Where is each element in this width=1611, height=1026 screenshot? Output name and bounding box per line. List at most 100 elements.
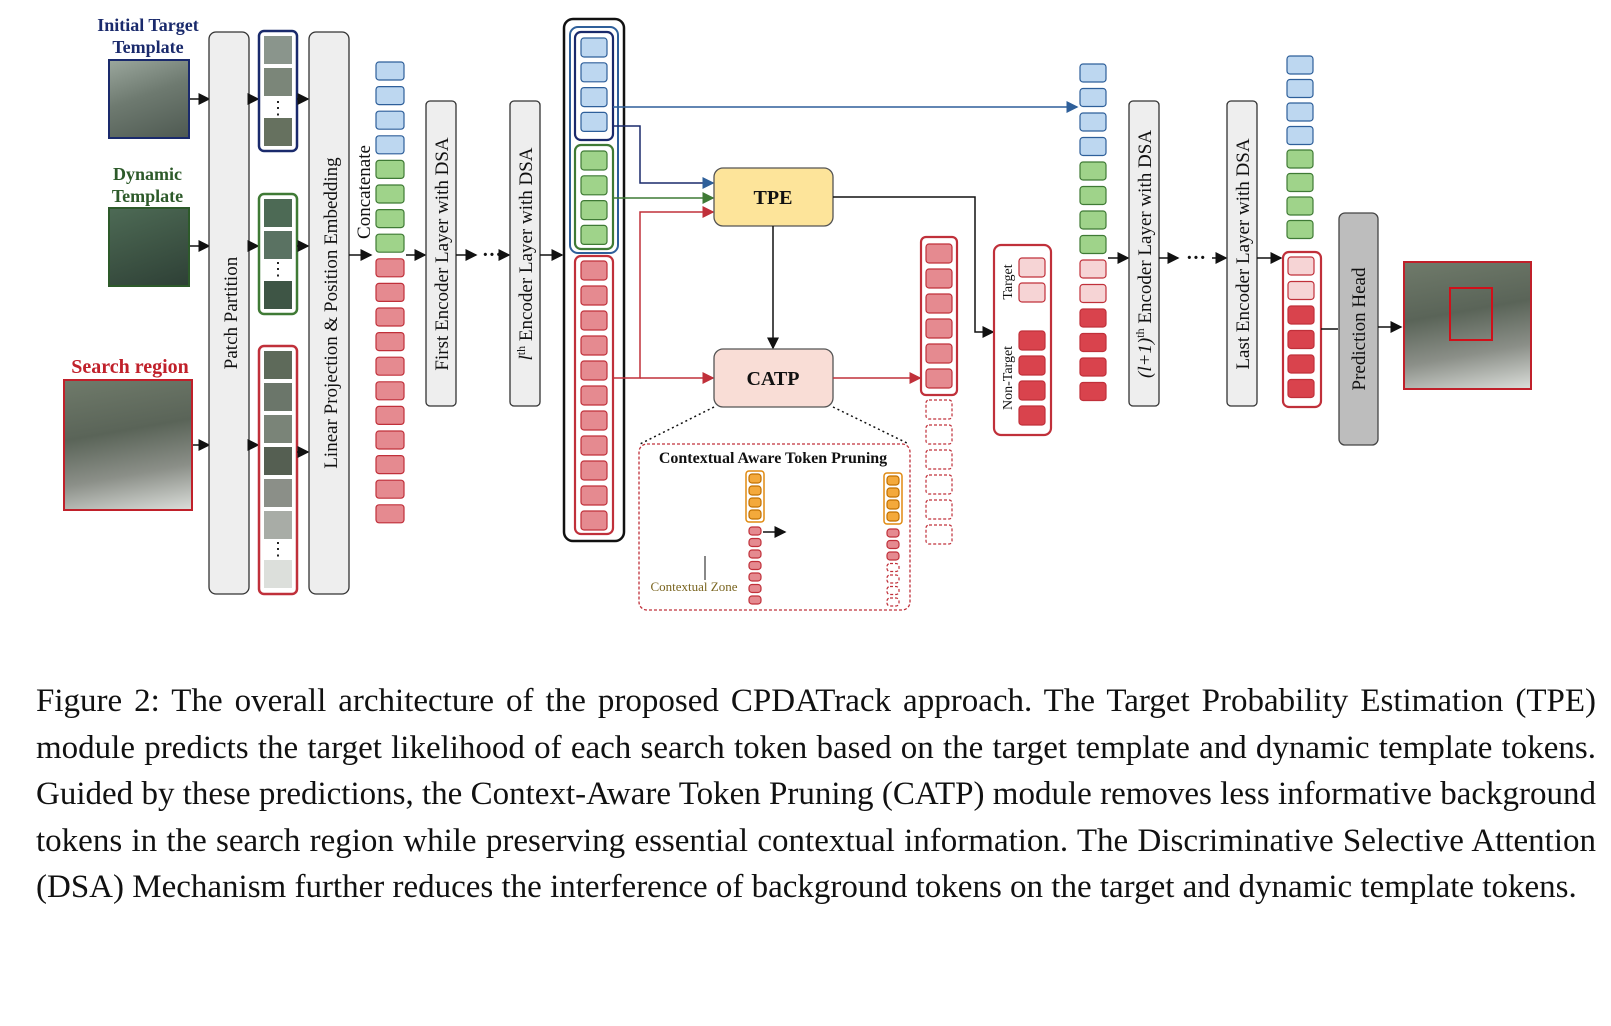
- token: [1079, 87, 1107, 108]
- token: [886, 499, 900, 510]
- token: [580, 435, 608, 456]
- token: [1079, 283, 1107, 304]
- initial-target-template-label: Initial Target Template: [97, 15, 199, 57]
- token: [1287, 378, 1315, 399]
- last-encoder-box: [1226, 100, 1258, 407]
- inset-template-tokens-left: [745, 470, 765, 523]
- token: [886, 475, 900, 486]
- concatenate-label: Concatenate: [354, 145, 375, 239]
- token: [580, 200, 608, 221]
- token: [1079, 381, 1107, 402]
- token: [748, 537, 762, 548]
- search-region-label: Search region: [71, 356, 189, 378]
- token: [748, 595, 762, 605]
- token: [375, 381, 405, 401]
- token: [925, 243, 953, 264]
- l1th-encoder-box: [1128, 100, 1160, 407]
- catp-inset-title: Contextual Aware Token Pruning: [659, 450, 887, 467]
- target-bounding-box: [1449, 287, 1493, 341]
- token: [375, 135, 405, 155]
- token: [886, 487, 900, 498]
- token: [1079, 112, 1107, 132]
- token: [375, 356, 405, 376]
- token: [1286, 125, 1314, 146]
- contextual-zone-label: Contextual Zone: [650, 579, 737, 594]
- architecture-figure: Initial Target Template Dynamic Template…: [63, 15, 1532, 611]
- first-encoder-box: [425, 100, 457, 407]
- token: [1018, 380, 1046, 401]
- token: [375, 504, 405, 524]
- token: [925, 449, 953, 470]
- token: [886, 539, 900, 550]
- token: [925, 524, 953, 545]
- token: [580, 62, 608, 83]
- token: [1079, 308, 1107, 328]
- token: [748, 509, 762, 520]
- token: [925, 343, 953, 364]
- token: [886, 511, 900, 522]
- figure-caption: Figure 2: The overall architecture of th…: [36, 683, 1596, 905]
- token: [1079, 161, 1107, 181]
- token: [375, 110, 405, 130]
- token: [1018, 355, 1046, 376]
- last-encoder-label: Last Encoder Layer with DSA: [1233, 138, 1254, 369]
- non-target-label: Non-Target: [1001, 346, 1016, 410]
- token: [375, 455, 405, 475]
- token: [1287, 256, 1315, 276]
- tpe-label: TPE: [754, 187, 793, 209]
- token: [375, 405, 405, 425]
- token: [375, 282, 405, 302]
- diagram-canvas: Patch Partition ⋮ ⋮ ⋮ Linear Projection …: [190, 17, 1403, 611]
- token: [375, 233, 405, 253]
- token-column-reassembled: [1079, 63, 1107, 402]
- token: [748, 526, 762, 536]
- token: [925, 293, 953, 314]
- token: [375, 479, 405, 499]
- token: [748, 560, 762, 571]
- token: [580, 510, 608, 531]
- token: [1287, 329, 1315, 350]
- token: [886, 551, 900, 561]
- token: [580, 460, 608, 481]
- token: [375, 332, 405, 352]
- token: [886, 597, 900, 607]
- token-column-final: [1286, 55, 1315, 399]
- token: [580, 285, 608, 306]
- token: [580, 86, 608, 108]
- token: [1079, 185, 1107, 206]
- token: [375, 258, 405, 278]
- token: [580, 224, 608, 245]
- inset-tokens: [748, 473, 900, 607]
- token: [1079, 357, 1107, 377]
- token: [1286, 196, 1314, 216]
- token: [925, 424, 953, 445]
- token: [375, 184, 405, 204]
- encoder-ellipsis-1: ···: [482, 244, 502, 266]
- token: [1287, 305, 1315, 325]
- token: [1079, 63, 1107, 83]
- token: [580, 37, 608, 58]
- dynamic-template-label: Dynamic Template: [111, 164, 184, 206]
- token: [748, 473, 762, 484]
- token-column-lth: [580, 37, 608, 531]
- token: [580, 385, 608, 406]
- token: [1287, 354, 1315, 374]
- token: [1286, 55, 1314, 75]
- token: [375, 159, 405, 179]
- dynamic-template-image: [108, 207, 190, 287]
- token: [375, 209, 405, 229]
- encoder-ellipsis-2: ···: [1186, 247, 1206, 269]
- first-encoder-label: First Encoder Layer with DSA: [432, 137, 453, 371]
- search-region-image: [63, 379, 193, 511]
- token-column-target-split: [1018, 257, 1046, 426]
- patch-partition-label: Patch Partition: [221, 256, 242, 369]
- token: [375, 307, 405, 327]
- token: [580, 360, 608, 381]
- initial-target-image: [108, 59, 190, 139]
- token: [748, 485, 762, 496]
- token: [886, 574, 900, 584]
- token: [748, 583, 762, 594]
- token: [1079, 332, 1107, 353]
- token: [1286, 172, 1314, 193]
- output-tracking-image: [1403, 261, 1532, 390]
